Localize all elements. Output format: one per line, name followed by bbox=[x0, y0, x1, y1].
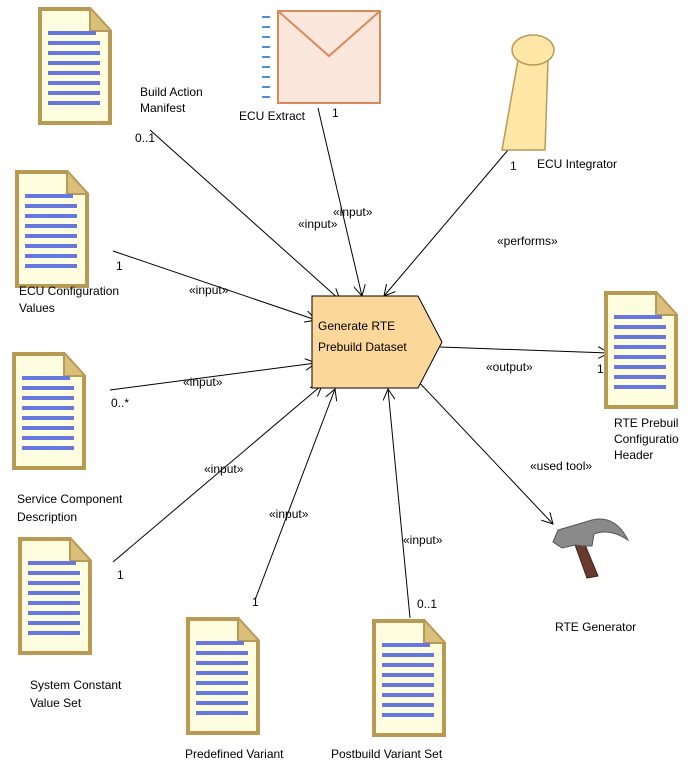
edge-postbuild-variant-set bbox=[388, 389, 411, 619]
label-rte-header-2: Configuratio bbox=[614, 432, 679, 446]
mult-ecu-configuration-values: 1 bbox=[116, 259, 123, 273]
mult-predefined-variant: 1 bbox=[252, 595, 259, 609]
mult-ecu-integrator: 1 bbox=[510, 159, 517, 173]
mult-system-constant-value-set: 1 bbox=[117, 568, 124, 582]
stereotype-used-tool: «used tool» bbox=[530, 459, 592, 473]
edge-ecu-configuration-values bbox=[112, 250, 316, 320]
stereotype-input-ecu-configuration-values: «input» bbox=[189, 283, 229, 297]
edge-build-action-manifest bbox=[149, 129, 340, 300]
document-icon[interactable] bbox=[38, 7, 112, 125]
label-service-component-description-2: Description bbox=[17, 510, 77, 524]
edge-system-constant-value-set bbox=[112, 385, 322, 563]
label-postbuild-variant-set: Postbuild Variant Set bbox=[331, 747, 443, 761]
label-system-constant-value-set-1: System Constant bbox=[30, 678, 122, 692]
document-icon[interactable] bbox=[604, 291, 678, 409]
hammer-icon[interactable] bbox=[552, 518, 630, 579]
stereotype-input-predefined-variant: «input» bbox=[269, 507, 309, 521]
document-icon[interactable] bbox=[186, 617, 260, 735]
edge-service-component-description bbox=[109, 363, 316, 391]
edge-predefined-variant bbox=[254, 389, 335, 601]
task-generate-rte-prebuild-dataset[interactable]: Generate RTE Prebuild Dataset bbox=[311, 295, 443, 389]
label-build-action-manifest-1: Build Action bbox=[140, 85, 203, 99]
edge-ecu-integrator bbox=[384, 149, 509, 296]
stereotype-input-ecu-extract: «input» bbox=[333, 205, 373, 219]
stereotype-performs: «performs» bbox=[497, 234, 558, 248]
document-icon[interactable] bbox=[12, 352, 86, 470]
document-icon[interactable] bbox=[18, 537, 92, 655]
label-rte-header-3: Header bbox=[614, 448, 653, 462]
stereotype-input-build-action-manifest: «input» bbox=[298, 217, 338, 231]
mult-build-action-manifest: 0..1 bbox=[135, 131, 155, 145]
label-ecu-configuration-values-1: ECU Configuration bbox=[19, 284, 119, 298]
connectors bbox=[109, 107, 609, 619]
label-predefined-variant: Predefined Variant bbox=[185, 747, 284, 761]
document-icon[interactable] bbox=[15, 170, 89, 288]
mult-rte-header: 1 bbox=[597, 362, 604, 376]
label-service-component-description-1: Service Component bbox=[17, 492, 123, 506]
edge-ecu-extract bbox=[317, 107, 362, 296]
label-ecu-configuration-values-2: Values bbox=[19, 301, 55, 315]
stereotype-output: «output» bbox=[486, 360, 533, 374]
envelope-icon[interactable] bbox=[262, 10, 381, 104]
mult-ecu-extract: 1 bbox=[332, 106, 339, 120]
stereotype-input-service-component-description: «input» bbox=[183, 375, 223, 389]
mult-service-component-description: 0..* bbox=[111, 396, 129, 410]
role-icon[interactable] bbox=[501, 34, 555, 151]
edge-used-tool bbox=[414, 377, 553, 524]
label-ecu-integrator: ECU Integrator bbox=[537, 157, 617, 171]
mult-postbuild-variant-set: 0..1 bbox=[417, 597, 437, 611]
label-rte-generator: RTE Generator bbox=[555, 620, 636, 634]
label-build-action-manifest-2: Manifest bbox=[140, 101, 186, 115]
label-rte-header-1: RTE Prebuil bbox=[614, 416, 678, 430]
stereotype-input-system-constant-value-set: «input» bbox=[204, 462, 244, 476]
task-label-line2: Prebuild Dataset bbox=[318, 340, 407, 354]
document-icon[interactable] bbox=[372, 619, 446, 737]
stereotype-input-postbuild-variant-set: «input» bbox=[403, 533, 443, 547]
task-label-line1: Generate RTE bbox=[318, 319, 395, 333]
edge-output-rte-header bbox=[439, 346, 609, 353]
label-ecu-extract: ECU Extract bbox=[239, 109, 306, 123]
label-system-constant-value-set-2: Value Set bbox=[30, 696, 82, 710]
